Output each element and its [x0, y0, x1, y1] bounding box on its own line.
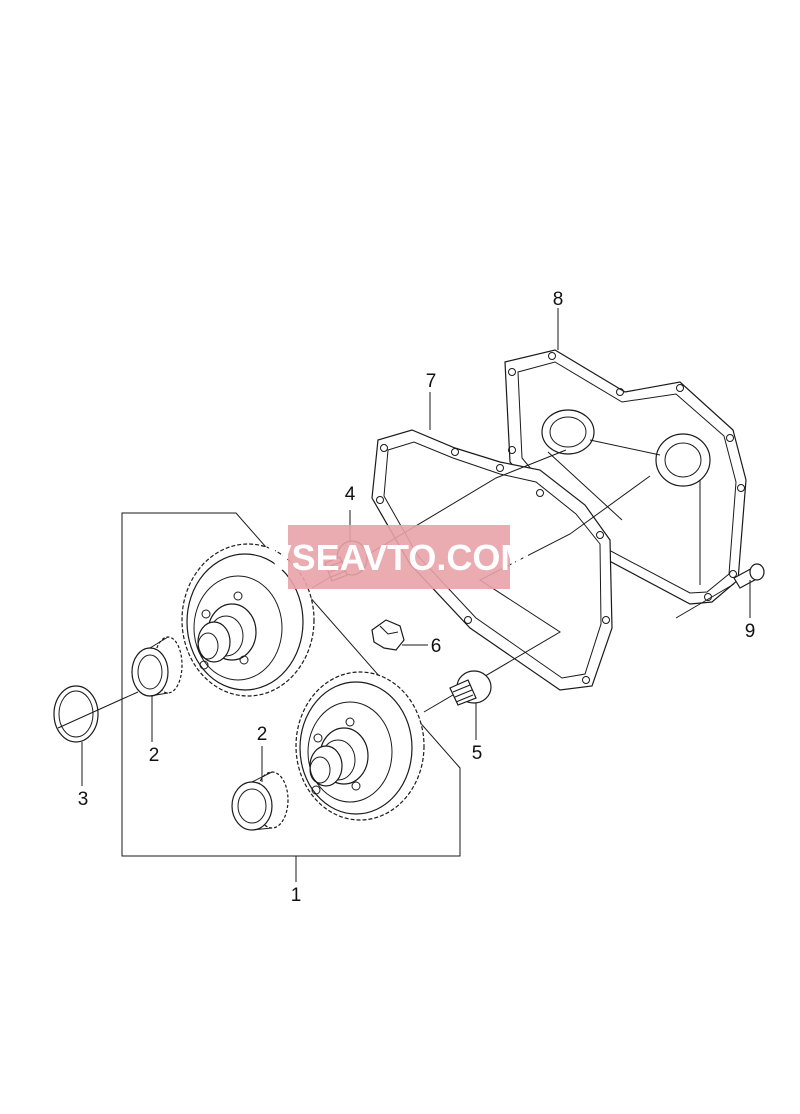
- part-5-bolt: [449, 670, 492, 706]
- callout-leaders: [81, 308, 751, 882]
- group-frame-part-1: [121, 512, 461, 857]
- callout-8: 8: [553, 289, 564, 310]
- part-9-bolt: [675, 563, 765, 619]
- part-1-lower-gear: [295, 671, 425, 821]
- part-6-clip: [371, 619, 405, 651]
- callout-5: 5: [472, 743, 483, 764]
- watermark: VSEAVTO.COM: [268, 525, 531, 589]
- watermark-text: VSEAVTO.COM: [268, 537, 531, 578]
- part-2-bearing-upper: [131, 636, 183, 697]
- callout-7: 7: [426, 371, 437, 392]
- callout-9: 9: [745, 621, 756, 642]
- part-8-housing-cover: [504, 349, 747, 605]
- watermark-background: [288, 525, 510, 589]
- part-2-bearing-lower: [231, 771, 289, 831]
- callout-2-upper: 2: [149, 745, 160, 766]
- axis-line-gears: [57, 691, 139, 729]
- callout-6: 6: [431, 636, 442, 657]
- callout-3: 3: [78, 789, 89, 810]
- part-3-ring: [53, 685, 99, 743]
- callout-4: 4: [345, 484, 356, 505]
- part-1-upper-gear: [181, 543, 315, 697]
- callout-1: 1: [291, 885, 302, 906]
- callout-2-lower: 2: [257, 724, 268, 745]
